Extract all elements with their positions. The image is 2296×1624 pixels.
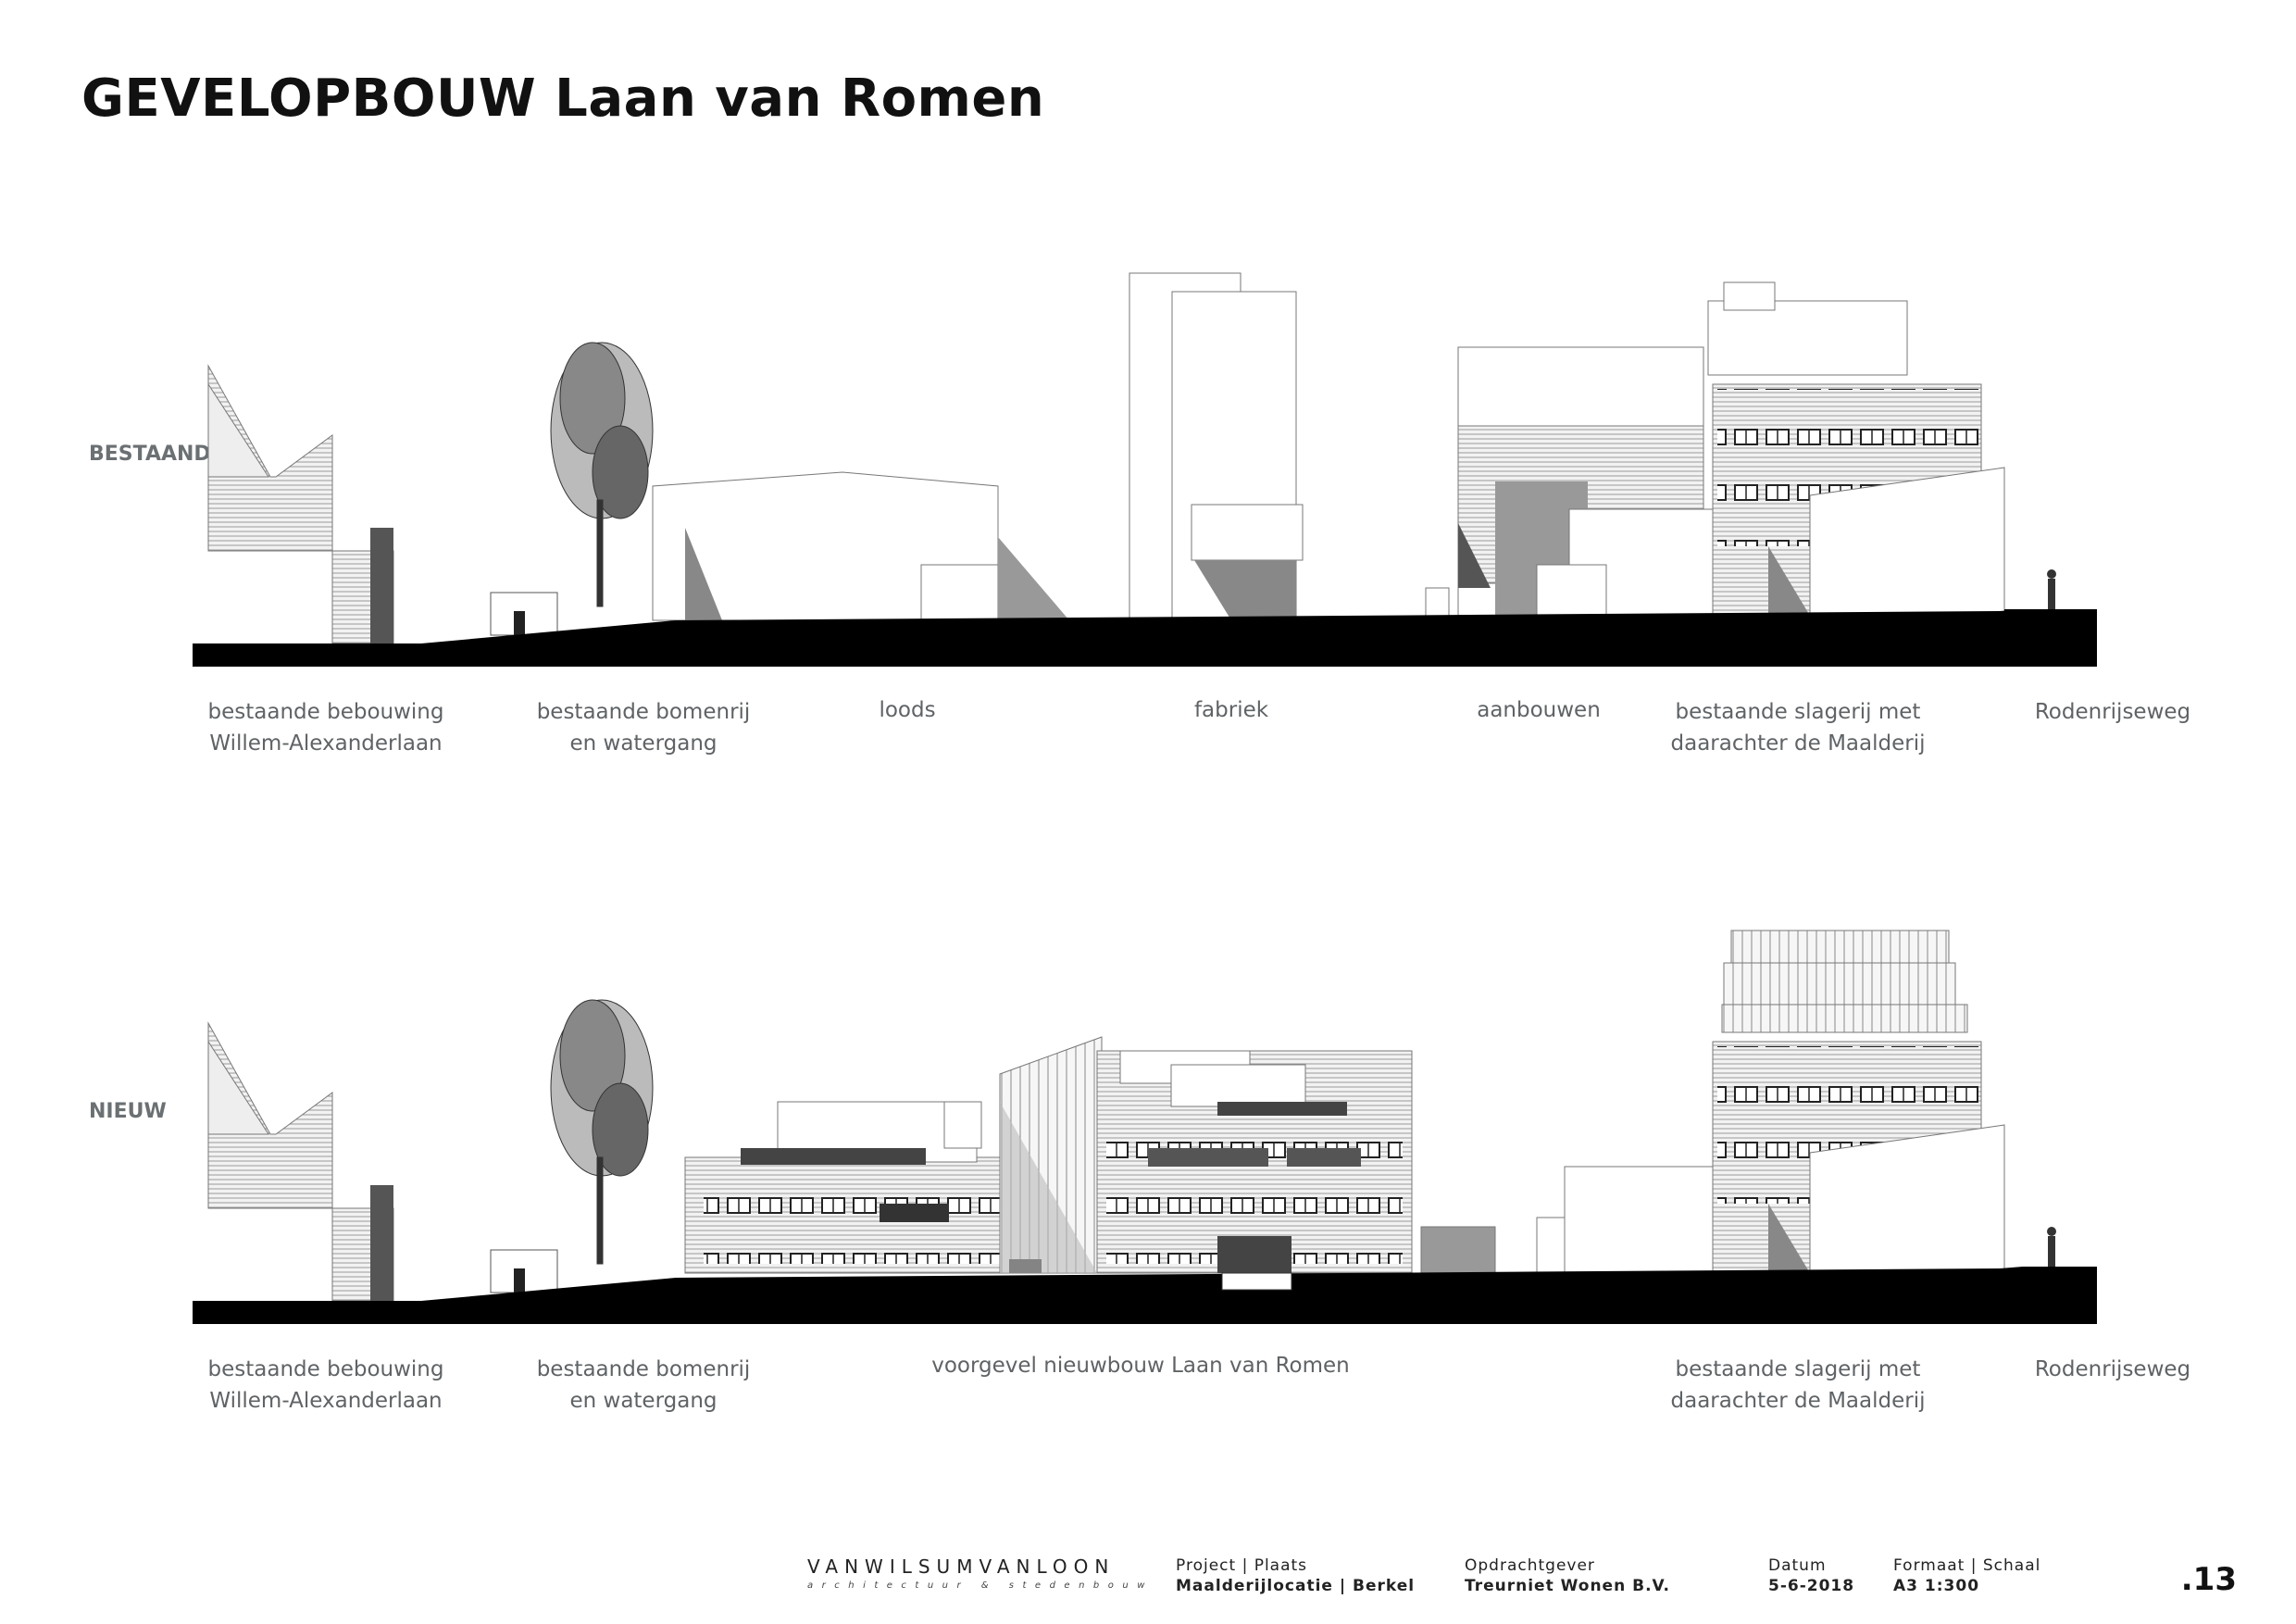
ground-section — [193, 1267, 2097, 1324]
house-willem-alexanderlaan — [207, 364, 394, 644]
house-willem-alexanderlaan — [207, 1021, 394, 1302]
section-label-nieuw: NIEUW — [89, 1100, 167, 1123]
building-fabriek — [1129, 272, 1304, 621]
tree-row — [550, 999, 654, 1265]
caption-bestaand-4: fabriek — [1193, 698, 1269, 722]
caption-bestaand-3: loods — [879, 698, 936, 722]
caption-bestaand-5: aanbouwen — [1477, 698, 1601, 722]
shed — [1420, 1226, 1496, 1274]
brand-name: VANWILSUMVANLOON — [807, 1555, 1116, 1578]
caption-nieuw-5: Rodenrijseweg — [2034, 1357, 2191, 1381]
brand-logo: VANWILSUMVANLOON architectuur & stedenbo… — [807, 1555, 1154, 1591]
page-number: .13 — [2180, 1561, 2237, 1598]
pedestrian-figure — [2047, 1227, 2056, 1268]
building-slagerij-maalderij — [1707, 281, 2005, 617]
building-nieuwbouw-laan-van-romen — [684, 1036, 1413, 1274]
building-aanbouwen — [1425, 346, 1746, 621]
page-title: GEVELOPBOUW Laan van Romen — [81, 69, 1045, 129]
tree-row — [550, 342, 654, 607]
ground-section — [193, 609, 2097, 667]
building-loods — [652, 471, 1069, 621]
caption-bestaand-7: Rodenrijseweg — [2034, 700, 2191, 724]
caption-nieuw-3: voorgevel nieuwbouw Laan van Romen — [931, 1354, 1350, 1378]
building-slagerij-maalderij — [1712, 930, 2005, 1274]
section-label-bestaand: BESTAAND — [89, 443, 211, 466]
elevation-bestaand — [193, 272, 2097, 667]
elevation-nieuw — [193, 930, 2097, 1324]
brand-subtitle: architectuur & stedenbouw — [807, 1580, 1154, 1591]
pedestrian-figure — [2047, 569, 2056, 611]
